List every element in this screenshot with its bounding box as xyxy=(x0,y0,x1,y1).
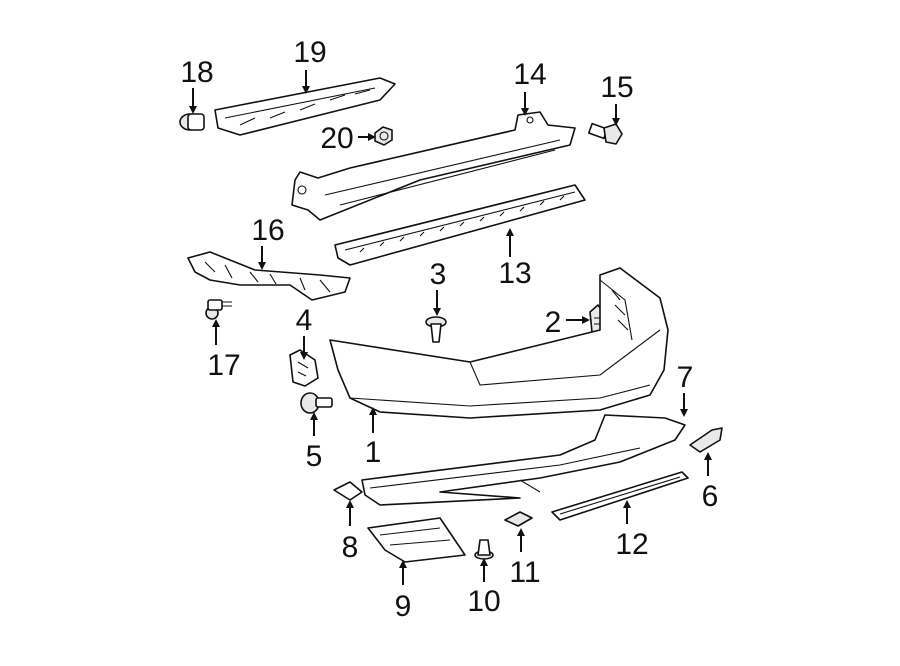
part-19-absorber-strip[interactable] xyxy=(214,77,396,136)
callout-4: 4 xyxy=(296,304,313,337)
callout-6: 6 xyxy=(702,480,719,513)
part-3-push-clip[interactable] xyxy=(425,316,447,343)
part-15-bolt[interactable] xyxy=(587,122,623,145)
part-14-reinforcement-beam[interactable] xyxy=(291,111,576,221)
part-13-lower-absorber[interactable] xyxy=(334,184,586,266)
part-16-side-bracket[interactable] xyxy=(187,251,351,301)
callout-17: 17 xyxy=(207,349,240,382)
part-5-bolt[interactable] xyxy=(300,392,333,414)
callout-12: 12 xyxy=(615,528,648,561)
callout-16: 16 xyxy=(251,214,284,247)
callout-14: 14 xyxy=(513,58,546,91)
callout-7: 7 xyxy=(677,361,694,394)
part-1-bumper-cover[interactable] xyxy=(329,267,669,419)
callout-labels: 18 19 20 14 15 13 16 17 3 2 4 5 1 7 6 12… xyxy=(180,36,718,623)
callout-1: 1 xyxy=(365,436,382,469)
callout-5: 5 xyxy=(306,440,323,473)
part-6-side-trim[interactable] xyxy=(689,427,723,453)
callout-3: 3 xyxy=(430,258,447,291)
part-7-lower-valance[interactable] xyxy=(361,414,686,506)
part-18-plug[interactable] xyxy=(179,113,205,131)
part-10-push-pin[interactable] xyxy=(474,539,494,560)
callout-2: 2 xyxy=(545,306,562,339)
callout-9: 9 xyxy=(395,590,412,623)
part-12-trim-strip[interactable] xyxy=(551,471,689,521)
callout-19: 19 xyxy=(293,36,326,69)
callout-18: 18 xyxy=(180,56,213,89)
part-8-clip[interactable] xyxy=(333,481,363,501)
leader-lines xyxy=(189,70,712,585)
part-11-clip[interactable] xyxy=(504,511,533,527)
callout-15: 15 xyxy=(600,71,633,104)
part-17-screw[interactable] xyxy=(205,299,232,320)
part-4-bracket[interactable] xyxy=(289,349,319,387)
part-20-nut[interactable] xyxy=(374,126,393,146)
callout-10: 10 xyxy=(467,585,500,618)
callout-8: 8 xyxy=(342,531,359,564)
part-9-under-shield[interactable] xyxy=(367,517,466,563)
callout-13: 13 xyxy=(498,257,531,290)
callout-11: 11 xyxy=(509,556,540,589)
callout-20: 20 xyxy=(320,122,353,155)
